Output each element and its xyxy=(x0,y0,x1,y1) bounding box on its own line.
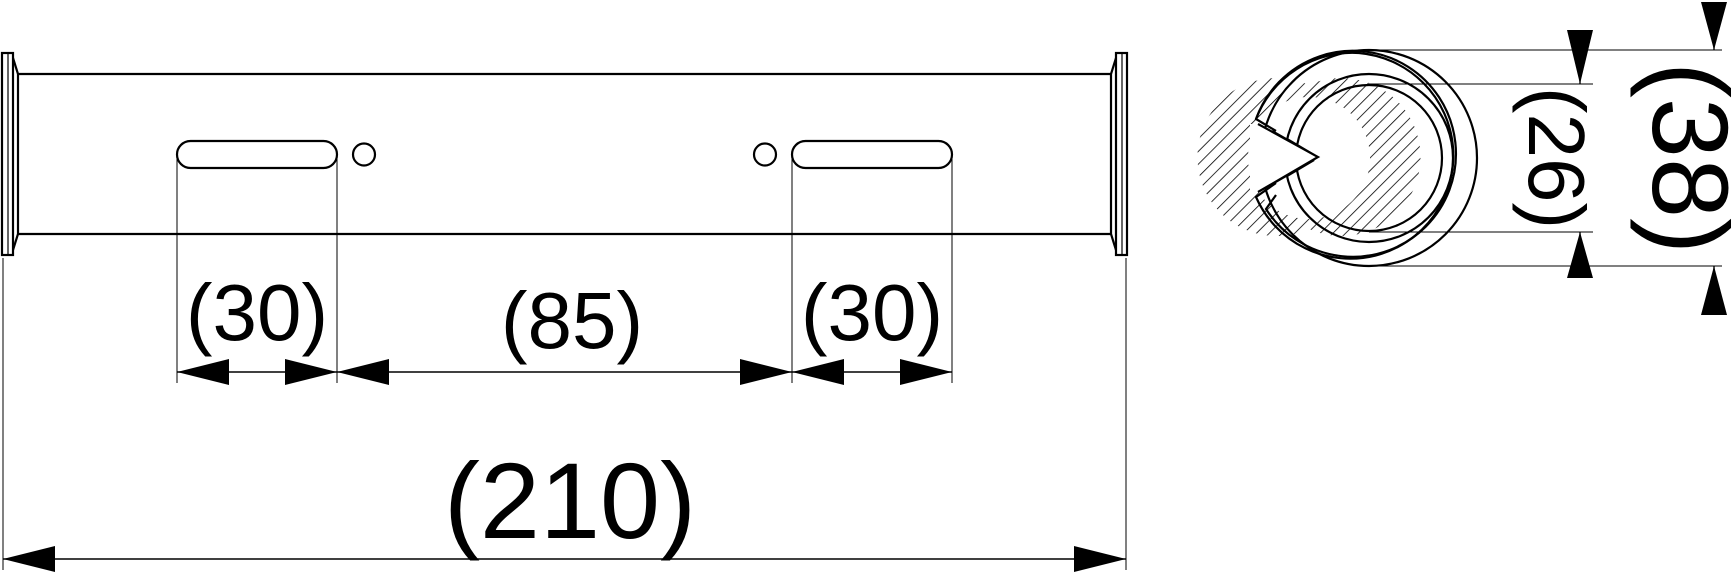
diameter-extension-lines xyxy=(1369,49,1722,267)
arrowhead xyxy=(285,359,337,385)
arrowhead xyxy=(337,359,389,385)
arrowhead xyxy=(3,546,55,572)
dimension-line-inner-diameter xyxy=(1567,30,1593,278)
dim-label-slot-spacing: (85) xyxy=(501,276,643,365)
dim-label-overall-length: (210) xyxy=(444,440,696,561)
dim-label-outer-diameter: (38) xyxy=(1630,62,1731,254)
outer-c-profile xyxy=(1254,49,1458,258)
hole-left xyxy=(351,142,377,167)
hatched-wall xyxy=(1197,77,1421,237)
arrowhead xyxy=(1567,30,1593,84)
dimension-line-outer-diameter xyxy=(1701,2,1727,315)
hole-right xyxy=(752,142,778,167)
c-gap-mask xyxy=(1250,124,1318,192)
slot-left xyxy=(175,139,339,170)
dim-label-inner-diameter: (26) xyxy=(1512,87,1601,229)
arrowhead xyxy=(740,359,792,385)
arrowhead xyxy=(1701,266,1727,315)
cross-section-view xyxy=(1197,48,1479,268)
arrowhead xyxy=(900,359,952,385)
arrowhead xyxy=(1567,232,1593,278)
dim-label-slot-left: (30) xyxy=(186,268,328,357)
arrowhead xyxy=(792,359,844,385)
arrowhead xyxy=(177,359,229,385)
arrowhead xyxy=(1701,2,1727,50)
right-flange xyxy=(1109,57,1118,251)
left-flange xyxy=(11,57,20,251)
arrowhead xyxy=(1074,546,1126,572)
c-gap-edges xyxy=(1257,123,1321,193)
dim-label-slot-right: (30) xyxy=(801,268,943,357)
dimension-line-overall xyxy=(3,546,1126,572)
rod-side-view xyxy=(0,51,1129,257)
slot-right xyxy=(790,139,954,170)
extension-lines xyxy=(2,154,1127,570)
dimension-line-slots xyxy=(177,359,952,385)
